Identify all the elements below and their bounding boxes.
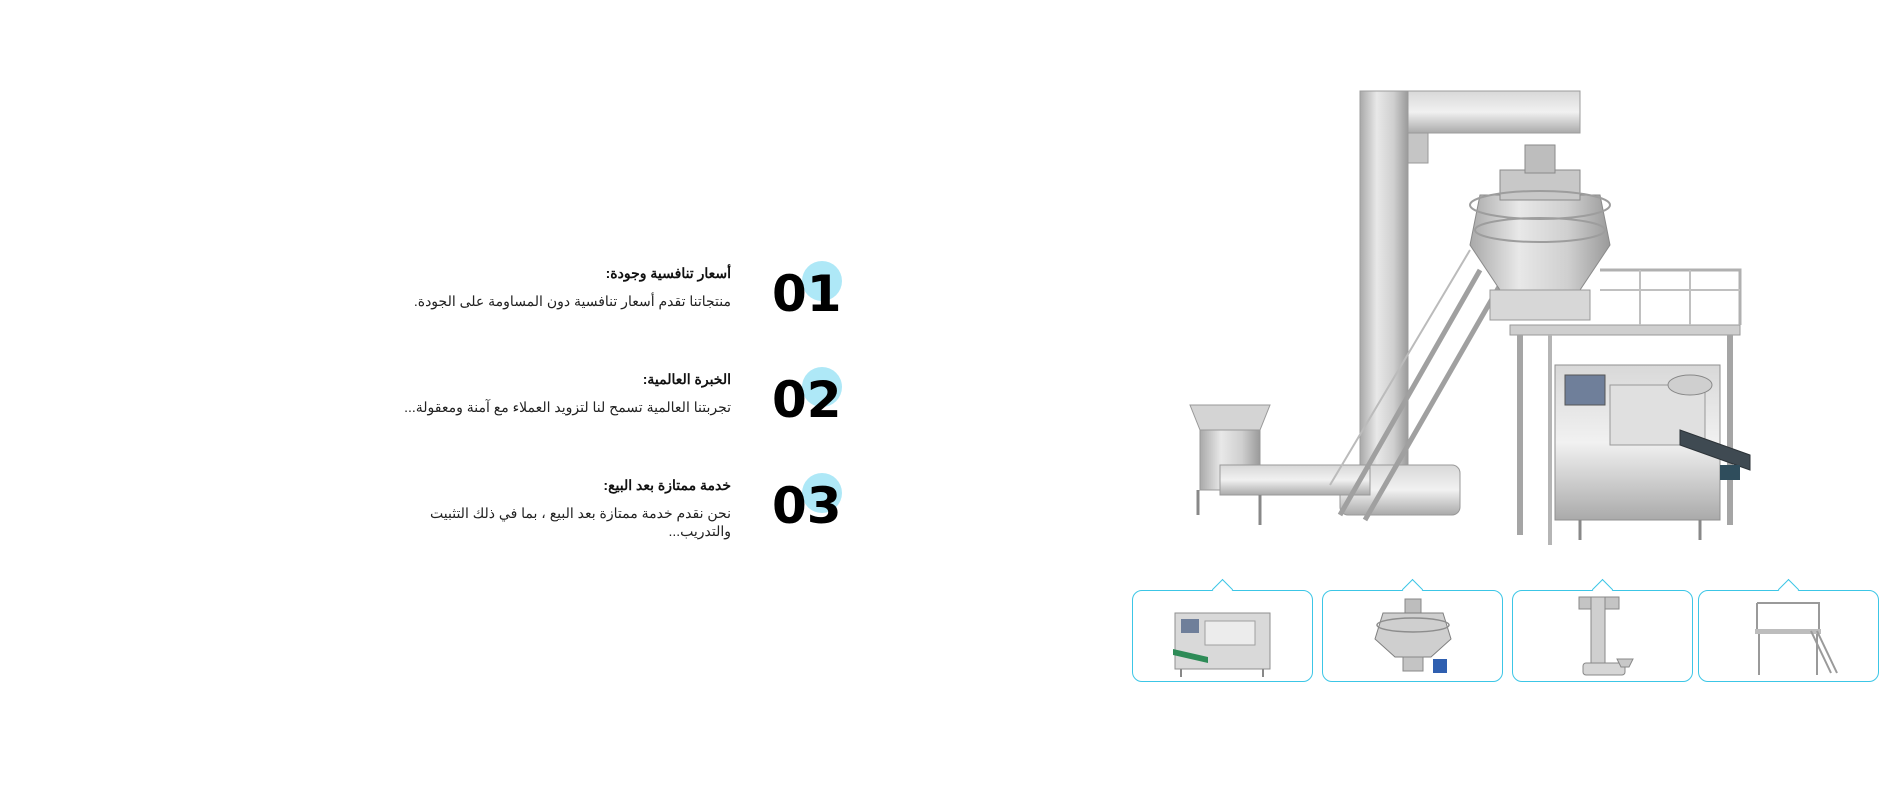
feature-number-badge: 03 (772, 473, 852, 535)
feature-item-2: 02 الخبرة العالمية: تجربتنا العالمية تسم… (380, 361, 860, 467)
feature-description: نحن نقدم خدمة ممتازة بعد البيع ، بما في … (430, 505, 731, 539)
feature-title: خدمة ممتازة بعد البيع: (603, 477, 731, 493)
feature-number: 03 (772, 477, 842, 535)
circle-accent-icon (802, 261, 842, 301)
feature-text: خدمة ممتازة بعد البيع: نحن نقدم خدمة ممت… (371, 476, 731, 540)
feature-text: الخبرة العالمية: تجربتنا العالمية تسمح ل… (371, 370, 731, 416)
packaging-line-icon (1189, 90, 1751, 545)
circle-accent-icon (802, 367, 842, 407)
thumbnail-work-platform[interactable] (1698, 578, 1879, 682)
feature-text: أسعار تنافسية وجودة: منتجاتنا تقدم أسعار… (371, 264, 731, 310)
feature-description: منتجاتنا تقدم أسعار تنافسية دون المساومة… (413, 293, 731, 309)
work-platform-icon (1755, 602, 1838, 675)
thumbnail-strip (1132, 578, 1887, 682)
features-list: 01 أسعار تنافسية وجودة: منتجاتنا تقدم أس… (380, 255, 860, 573)
thumbnail-bucket-elevator[interactable] (1512, 578, 1693, 682)
feature-item-3: 03 خدمة ممتازة بعد البيع: نحن نقدم خدمة … (380, 467, 860, 573)
feature-title: أسعار تنافسية وجودة: (605, 265, 731, 281)
thumbnail-packing-machine[interactable] (1132, 578, 1313, 682)
circle-accent-icon (802, 473, 842, 513)
feature-title: الخبرة العالمية: (642, 371, 731, 387)
thumbnail-multihead-weigher[interactable] (1322, 578, 1503, 682)
feature-number: 01 (772, 265, 842, 323)
feature-number-badge: 01 (772, 261, 852, 323)
feature-number-badge: 02 (772, 367, 852, 429)
feature-item-1: 01 أسعار تنافسية وجودة: منتجاتنا تقدم أس… (380, 255, 860, 361)
feature-number: 02 (772, 371, 842, 429)
multihead-weigher-icon (1374, 598, 1452, 673)
feature-description: تجربتنا العالمية تسمح لنا لتزويد العملاء… (404, 399, 731, 415)
machine-image (1180, 85, 1760, 565)
packing-machine-icon (1173, 612, 1271, 677)
bucket-elevator-icon (1578, 596, 1634, 676)
